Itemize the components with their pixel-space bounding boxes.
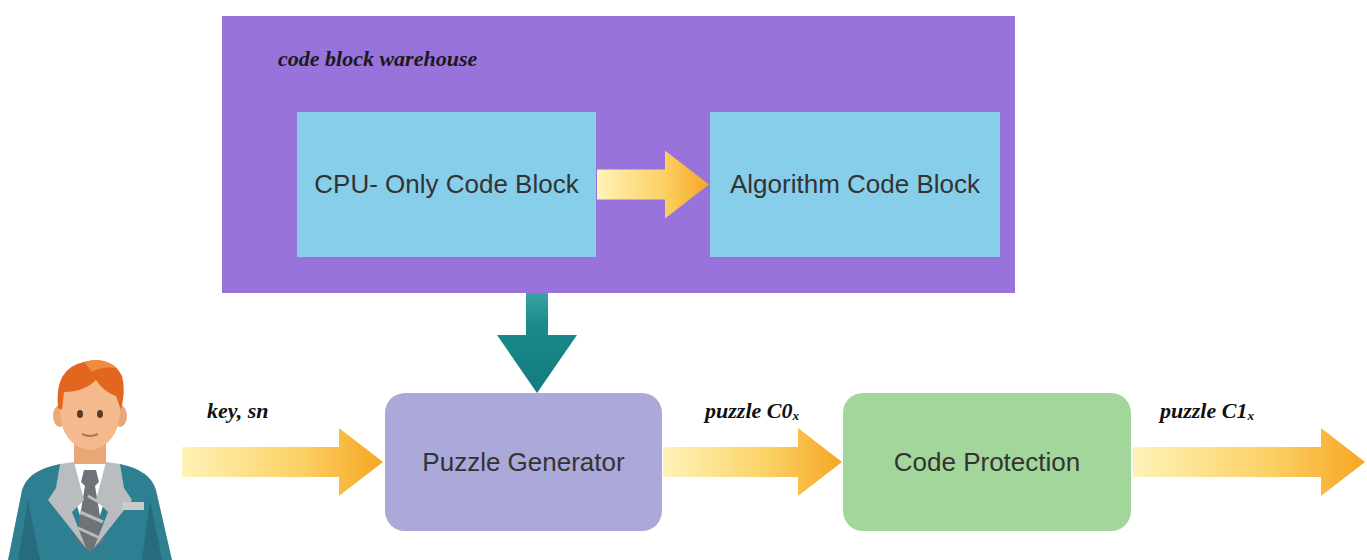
input-arrow [182,428,383,496]
box-label: Code Protection [894,446,1080,479]
process-box: Puzzle Generator [385,393,662,531]
box-label: Puzzle Generator [422,446,624,479]
box-label: Algorithm Code Block [730,168,980,201]
code-block: CPU- Only Code Block [297,112,596,257]
signal-label: puzzle C1ₓ [1160,398,1255,424]
box-label: CPU- Only Code Block [314,168,578,201]
person-figure [8,360,172,560]
flow-arrow [497,293,577,393]
process-box: Code Protection [843,393,1131,531]
flow-arrow [663,428,842,496]
edge-label: puzzle C0ₓ [705,398,800,424]
group-title: code block warehouse [278,46,1015,72]
output-arrow [1133,428,1365,496]
warehouse-panel: code block warehouseCPU- Only Code Block… [222,16,1015,293]
signal-label: key, sn [207,398,269,424]
code-block: Algorithm Code Block [710,112,1000,257]
